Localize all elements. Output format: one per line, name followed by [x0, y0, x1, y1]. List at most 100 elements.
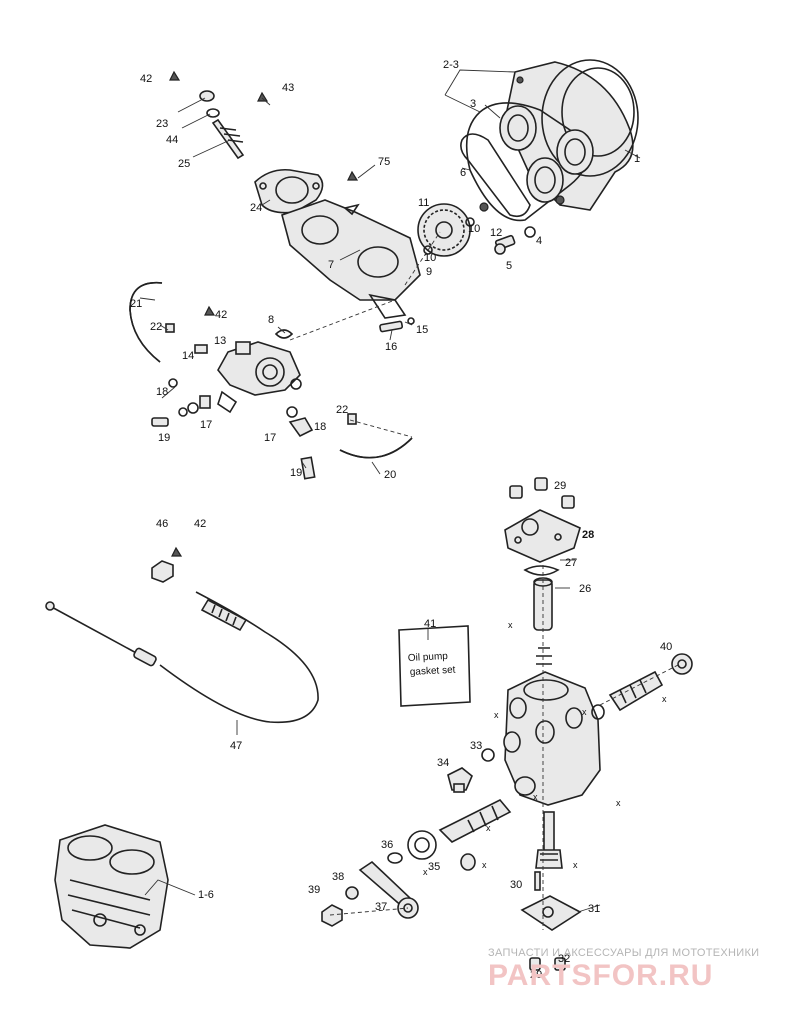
assembly-lines-top	[289, 231, 441, 438]
callout-9: 9	[426, 266, 432, 278]
callout-15: 15	[416, 324, 428, 336]
callout-34: 34	[437, 757, 449, 769]
callout-11: 11	[418, 197, 429, 209]
callout-10a: 10	[468, 223, 480, 235]
cross-mark: x	[482, 860, 487, 870]
callout-12: 12	[490, 227, 502, 239]
callout-26: 26	[579, 583, 591, 595]
pump-body-part	[503, 671, 605, 806]
callout-8: 8	[268, 314, 274, 326]
cross-mark: x	[616, 798, 621, 808]
callout-6: 6	[460, 167, 466, 179]
part-8-16-15	[274, 317, 415, 339]
intake-manifold-part	[281, 170, 421, 319]
cross-marks: x x x x x x x x x x	[423, 620, 667, 877]
callout-17a: 17	[200, 419, 212, 431]
gasket-set-label-line2: gasket set	[410, 665, 456, 678]
rotary-valve-gear-part	[417, 202, 489, 257]
cross-mark: x	[423, 867, 428, 877]
callout-16: 16	[385, 341, 397, 353]
callout-22b: 22	[336, 404, 348, 416]
callout-19b: 19	[290, 467, 302, 479]
cross-mark: x	[582, 707, 587, 717]
callout-44: 44	[166, 134, 178, 146]
callout-37: 37	[375, 901, 387, 913]
callout-38: 38	[332, 871, 344, 883]
callout-10b: 10	[424, 252, 436, 264]
callout-32: 32	[558, 953, 570, 965]
callout-47: 47	[230, 740, 242, 752]
cross-mark: x	[508, 620, 513, 630]
callout-31: 31	[588, 903, 600, 915]
callout-75: 75	[378, 156, 390, 168]
gasket-set-label-line1: Oil pump	[408, 651, 449, 664]
callout-1-6: 1-6	[198, 889, 214, 901]
callout-36: 36	[381, 839, 393, 851]
lever-37-part	[321, 860, 419, 927]
oil-line-21-part	[129, 281, 163, 363]
callout-18b: 18	[314, 421, 326, 433]
oil-pump-assembly-part	[217, 341, 302, 414]
callout-42: 42	[140, 73, 152, 85]
watermark-tagline: ЗАПЧАСТИ И АКСЕССУАРЫ ДЛЯ МОТОТЕХНИКИ	[488, 947, 759, 959]
callout-labels: 42 43 23 44 25 24 75 7 2-3 3 1 6 11 10 1…	[130, 59, 672, 981]
callout-29a: 29	[554, 480, 566, 492]
callout-28: 28	[582, 529, 594, 541]
callout-29b: 29	[530, 969, 542, 981]
callout-3: 3	[470, 98, 476, 110]
plug-33-34-part	[447, 748, 495, 793]
o-ring-part	[460, 133, 531, 218]
callout-25: 25	[178, 158, 190, 170]
callout-27: 27	[565, 557, 577, 569]
small-parts-top-left	[169, 70, 269, 160]
fitting-17-18-part	[286, 406, 316, 480]
callout-1: 1	[634, 153, 640, 165]
callout-22a: 22	[150, 321, 162, 333]
callout-33: 33	[470, 740, 482, 752]
callout-18a: 18	[156, 386, 168, 398]
cross-mark: x	[662, 694, 667, 704]
callout-42b: 42	[215, 309, 227, 321]
engine-block-part	[54, 824, 169, 949]
callout-41: 41	[424, 618, 436, 630]
leader-lines	[139, 69, 641, 913]
cross-mark: x	[533, 792, 538, 802]
callout-40: 40	[660, 641, 672, 653]
callout-19a: 19	[158, 432, 170, 444]
valve-cover-gasket-part	[465, 102, 594, 222]
gasket-set-box	[398, 625, 471, 707]
bolt-5-part	[494, 226, 536, 255]
drive-shaft-30-part	[534, 811, 563, 891]
check-valve-40-part	[608, 653, 693, 712]
assembly-lines-pump	[329, 565, 681, 930]
callout-21: 21	[130, 298, 142, 310]
callout-46: 46	[156, 518, 168, 530]
cross-mark: x	[494, 710, 499, 720]
oil-pump-cable-part	[45, 546, 319, 724]
callout-39: 39	[308, 884, 320, 896]
callout-43: 43	[282, 82, 294, 94]
cross-mark: x	[486, 823, 491, 833]
oil-line-20-part	[339, 413, 413, 459]
gasket-24-part	[254, 168, 324, 214]
callout-35: 35	[428, 861, 440, 873]
callout-4: 4	[536, 235, 542, 247]
callout-5: 5	[506, 260, 512, 272]
callout-23: 23	[156, 118, 168, 130]
callout-13: 13	[214, 335, 226, 347]
small-fittings-left	[151, 305, 216, 427]
cross-mark: x	[573, 860, 578, 870]
callout-2-3: 2-3	[443, 59, 459, 71]
callout-24: 24	[250, 202, 262, 214]
pump-cover-28-part	[504, 477, 581, 576]
watermark-brand: PARTSFOR.RU	[488, 959, 713, 992]
callout-42c: 42	[194, 518, 206, 530]
callout-7: 7	[328, 259, 334, 271]
callout-17b: 17	[264, 432, 276, 444]
shaft-35-part	[387, 799, 512, 871]
callout-20: 20	[384, 469, 396, 481]
callout-14: 14	[182, 350, 194, 362]
callout-30: 30	[510, 879, 522, 891]
